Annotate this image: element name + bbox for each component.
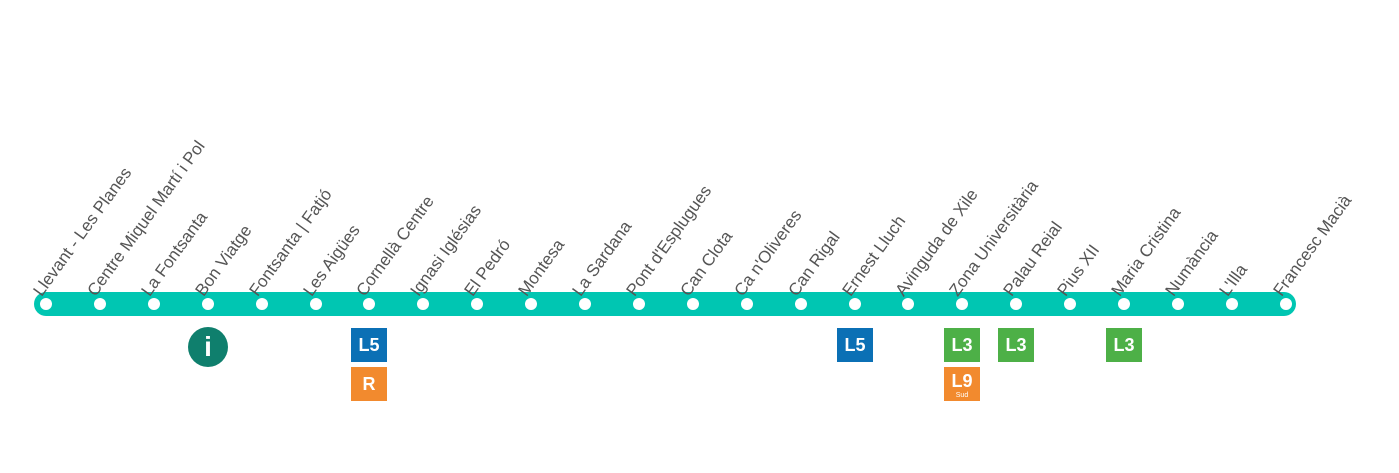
station-stop[interactable] — [1064, 298, 1076, 310]
connection-badge[interactable]: L3 — [944, 328, 980, 362]
station-stop[interactable] — [94, 298, 106, 310]
station-stop[interactable] — [849, 298, 861, 310]
connection-label: L5 — [844, 335, 866, 355]
station-label: Llevant - Les Planes — [29, 163, 136, 300]
station-stop[interactable] — [40, 298, 52, 310]
station-stop[interactable] — [1010, 298, 1022, 310]
info-icon: i — [188, 327, 228, 367]
station-stop[interactable] — [417, 298, 429, 310]
station-label: Montesa — [514, 235, 569, 300]
station-stop[interactable] — [902, 298, 914, 310]
station-stop[interactable] — [1280, 298, 1292, 310]
station-stop[interactable] — [795, 298, 807, 310]
station-label: Pius XII — [1053, 241, 1104, 300]
station-stop[interactable] — [579, 298, 591, 310]
connection-label: R — [362, 374, 376, 394]
station-label: Can Clota — [676, 227, 737, 300]
station-stop[interactable] — [633, 298, 645, 310]
connection-badge[interactable]: L3 — [1106, 328, 1142, 362]
line-bar — [34, 292, 1296, 316]
station-stop[interactable] — [1172, 298, 1184, 310]
station-stop[interactable] — [687, 298, 699, 310]
connection-label: L3 — [1005, 335, 1027, 355]
connection-badge[interactable]: L5 — [351, 328, 387, 362]
station-stop[interactable] — [741, 298, 753, 310]
connection-label: L5 — [358, 335, 380, 355]
station-stop[interactable] — [471, 298, 483, 310]
station-label: El Pedró — [460, 235, 515, 300]
connection-badge[interactable]: R — [351, 367, 387, 401]
connection-badge[interactable]: L3 — [998, 328, 1034, 362]
station-stop[interactable] — [256, 298, 268, 310]
station-label: Francesc Macià — [1269, 191, 1356, 300]
station-stop[interactable] — [363, 298, 375, 310]
connection-label: L3 — [951, 335, 973, 355]
station-stop[interactable] — [1226, 298, 1238, 310]
connection-sublabel: Sud — [955, 392, 969, 399]
station-stop[interactable] — [956, 298, 968, 310]
station-label: Numància — [1161, 226, 1222, 300]
station-label: Can Rigal — [784, 228, 844, 300]
station-stop[interactable] — [525, 298, 537, 310]
station-stop[interactable] — [310, 298, 322, 310]
station-stop[interactable] — [1118, 298, 1130, 310]
connection-label: L9 — [951, 371, 973, 391]
station-stop[interactable] — [202, 298, 214, 310]
connection-label: L3 — [1113, 335, 1135, 355]
station-stop[interactable] — [148, 298, 160, 310]
connection-badge[interactable]: L5 — [837, 328, 873, 362]
